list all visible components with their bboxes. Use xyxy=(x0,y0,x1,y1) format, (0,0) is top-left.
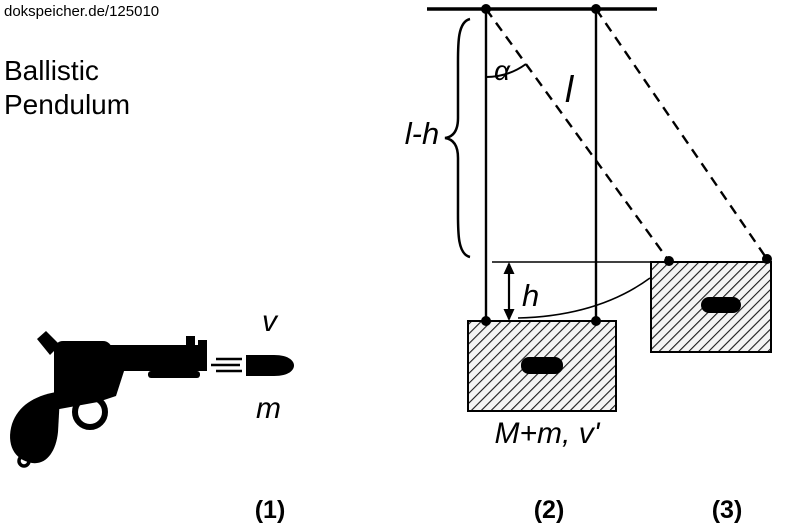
height-arrow xyxy=(503,262,515,321)
combined-mass-label: M+m, v' xyxy=(495,417,601,450)
swing-arc xyxy=(517,277,651,319)
figure-title-line1: Ballistic xyxy=(4,55,99,86)
revolver-grip xyxy=(10,392,60,464)
muzzle-motion-lines xyxy=(211,357,242,373)
stage-label-3: (3) xyxy=(711,496,743,524)
revolver-hammer xyxy=(37,331,60,355)
figure-title: Ballistic Pendulum xyxy=(4,54,130,122)
revolver-barrel xyxy=(90,340,207,371)
bullet-velocity-label: v xyxy=(262,305,279,338)
stage-label-2: (2) xyxy=(533,496,565,524)
length-l-label: l xyxy=(565,69,575,110)
bullet-icon xyxy=(246,355,294,376)
length-minus-height-label: l-h xyxy=(405,116,439,151)
revolver-lanyard-ring xyxy=(17,454,31,468)
revolver-frame xyxy=(54,368,125,410)
bullet-mass-label: m xyxy=(256,392,281,425)
revolver-ejector-rod xyxy=(148,371,200,378)
height-h-label: h xyxy=(522,278,539,313)
stage-label-1: (1) xyxy=(254,496,286,524)
revolver-icon xyxy=(10,331,207,468)
pivot-dots xyxy=(481,4,772,326)
embedded-bullet-rest-icon xyxy=(521,357,563,374)
fired-bullet: v m xyxy=(211,305,294,425)
pendulum-group: α l l-h h xyxy=(405,4,772,450)
revolver-front-sight xyxy=(186,336,195,346)
angle-arc xyxy=(485,63,527,78)
angle-alpha-label: α xyxy=(494,55,511,86)
watermark-url: dokspeicher.de/125010 xyxy=(4,3,160,20)
revolver-trigger-guard xyxy=(72,394,108,430)
figure-title-line2: Pendulum xyxy=(4,89,131,120)
length-brace xyxy=(444,17,471,259)
string-left-swung-dashed xyxy=(485,8,670,262)
string-right-swung-dashed xyxy=(595,8,768,260)
embedded-bullet-swung-icon xyxy=(701,297,741,313)
